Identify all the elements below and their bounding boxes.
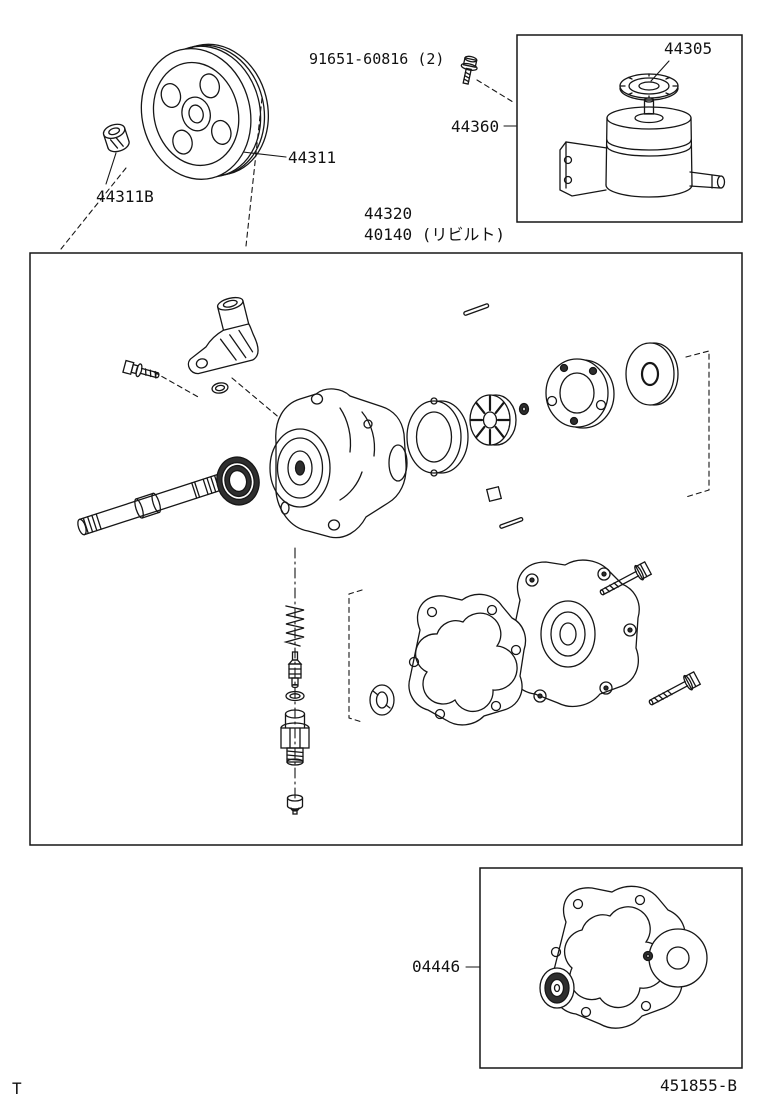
gasket-kit-box <box>479 867 743 1069</box>
cam-ring-drawing <box>545 358 615 429</box>
union-oring-drawing <box>211 382 229 394</box>
drive-shaft-drawing <box>77 472 230 536</box>
reservoir-tank-drawing <box>559 106 726 198</box>
wave-plate-drawing <box>625 342 679 406</box>
union-bolt-drawing <box>122 359 160 379</box>
pulley-bushing-drawing <box>102 123 130 153</box>
pump-pulley-drawing <box>140 43 270 180</box>
dowel-pin-drawing <box>463 303 490 316</box>
corner-mark: T <box>12 1079 22 1098</box>
rear-cover-drawing <box>505 559 640 708</box>
dowel-pin-drawing <box>499 516 524 529</box>
flow-valve-drawing <box>287 651 303 689</box>
reservoir-detail-box <box>516 34 743 223</box>
part-label-04446: 04446 <box>412 957 461 976</box>
valve-union-drawing <box>280 709 310 766</box>
reservoir-cap-drawing <box>619 73 679 115</box>
part-label-44311: 44311 <box>288 148 337 167</box>
bearing-drawing <box>216 456 260 506</box>
side-plate-drawing <box>406 397 469 477</box>
cover-bolt-drawing <box>648 670 702 706</box>
cover-bolt-drawing <box>599 560 653 596</box>
pump-exploded-box <box>29 252 743 846</box>
figure-code: 451855-B <box>660 1076 738 1095</box>
key-drawing <box>485 485 503 503</box>
small-pin-drawing <box>518 402 530 416</box>
oil-seal-drawing <box>369 684 395 716</box>
part-label-44311B: 44311B <box>96 187 154 206</box>
part-label-91651-60816: 91651-60816 (2) <box>309 50 445 68</box>
rear-gasket-drawing <box>408 593 527 726</box>
suction-union-drawing <box>187 296 259 375</box>
rotor-drawing <box>469 394 517 446</box>
flow-valve-spring-drawing <box>283 605 305 647</box>
drain-plug-drawing <box>286 794 304 815</box>
part-label-44320: 44320 <box>364 204 413 223</box>
part-label-44305: 44305 <box>664 39 713 58</box>
pump-housing-drawing <box>269 388 408 539</box>
part-label-40140-rebuilt: 40140 (リビルト) <box>364 225 506 244</box>
part-label-44360: 44360 <box>451 117 500 136</box>
reservoir-bolt-drawing <box>460 55 478 85</box>
valve-oring-drawing <box>285 690 305 702</box>
gasket-kit-drawing <box>539 885 708 1029</box>
leader-lines <box>60 60 710 968</box>
